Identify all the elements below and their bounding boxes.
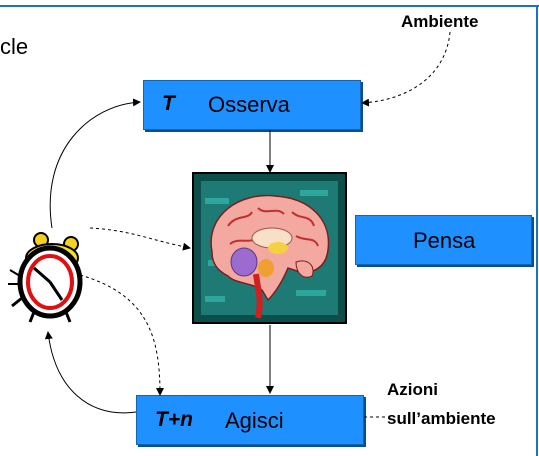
agisci-box: T+n Agisci: [136, 395, 364, 445]
azioni-label-line1: Azioni: [387, 380, 438, 399]
ambiente-to-osserva-arrow: [361, 31, 451, 107]
agisci-label: Agisci: [225, 408, 284, 433]
time-tn-label: T+n: [155, 408, 193, 431]
alarm-clock-icon: [8, 232, 83, 323]
brain-icon: [192, 172, 347, 324]
truncated-title-text: cle: [0, 34, 29, 59]
ambiente-label: Ambiente: [401, 12, 479, 31]
clock-to-agisci-arrow: [79, 274, 164, 396]
agisci-to-clock-arrow: [44, 331, 137, 414]
azioni-label-line2: sull’ambiente: [387, 409, 496, 428]
osserva-box: T Osserva: [143, 80, 361, 130]
pensa-label: Pensa: [413, 228, 476, 253]
right-rule: [536, 5, 538, 456]
clock-to-osserva-arrow: [49, 98, 141, 229]
osserva-label: Osserva: [208, 92, 290, 117]
pensa-box: Pensa: [355, 215, 532, 265]
clock-to-brain-arrow: [89, 227, 191, 251]
time-t-label: T: [162, 92, 175, 115]
top-rule: [0, 5, 539, 7]
